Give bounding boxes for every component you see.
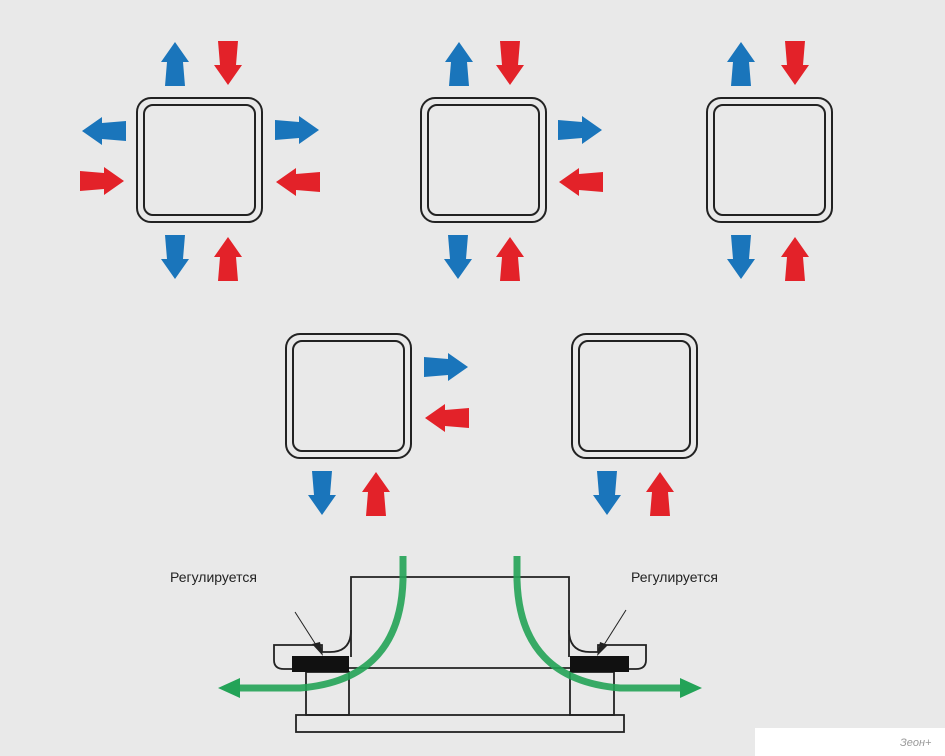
left-pointer-line (294, 611, 319, 649)
label-right-adjustable: Регулируется (631, 569, 718, 585)
red-arrow-up-icon (781, 237, 809, 281)
left-airflow-line (232, 556, 407, 692)
blue-arrow-down-icon (161, 235, 189, 279)
blue-arrow-down-icon (444, 235, 472, 279)
unit-three-way (420, 41, 603, 281)
red-arrow-up-icon (496, 237, 524, 281)
blue-arrow-right-icon (275, 116, 319, 144)
ceiling-unit (136, 97, 263, 223)
blue-arrow-right-icon (558, 116, 602, 144)
right-flange (568, 629, 647, 670)
pointers (294, 609, 627, 649)
red-arrow-left-icon (559, 168, 603, 196)
red-arrow-down-icon (496, 41, 524, 85)
base-panel (295, 714, 625, 733)
right-adjustable-seal (570, 656, 629, 672)
unit-four-way (80, 41, 320, 281)
blue-arrow-down-icon (727, 235, 755, 279)
ceiling-unit (571, 333, 698, 459)
left-flange (273, 629, 352, 670)
label-left-adjustable: Регулируется (170, 569, 257, 585)
blue-arrow-up-icon (445, 42, 473, 86)
watermark: Зеон+ (900, 737, 932, 749)
ceiling-unit (285, 333, 412, 459)
cross-section (273, 576, 647, 733)
right-pointer-line (601, 609, 627, 649)
red-arrow-up-icon (214, 237, 242, 281)
red-arrow-down-icon (214, 41, 242, 85)
unit-one-way (571, 333, 698, 516)
unit-housing (350, 576, 570, 657)
green-arrow-left-icon (218, 678, 240, 698)
left-adjustable-seal (292, 656, 349, 672)
unit-two-way-corner (285, 333, 469, 516)
red-arrow-left-icon (276, 168, 320, 196)
ceiling-unit (706, 97, 833, 223)
watermark-box (755, 728, 945, 756)
red-arrow-left-icon (425, 404, 469, 432)
unit-two-way (706, 41, 833, 281)
ceiling-unit (420, 97, 547, 223)
blue-arrow-up-icon (727, 42, 755, 86)
airflow (232, 556, 685, 692)
red-arrow-up-icon (646, 472, 674, 516)
green-arrow-right-icon (680, 678, 702, 698)
right-airflow-line (513, 556, 685, 692)
blue-arrow-right-icon (424, 353, 468, 381)
red-arrow-up-icon (362, 472, 390, 516)
blue-arrow-down-icon (593, 471, 621, 515)
right-pointer-arrowhead-icon (597, 642, 608, 656)
left-pointer-arrowhead-icon (312, 642, 323, 656)
blue-arrow-left-icon (82, 117, 126, 145)
blue-arrow-down-icon (308, 471, 336, 515)
red-arrow-down-icon (781, 41, 809, 85)
blue-arrow-up-icon (161, 42, 189, 86)
red-arrow-right-icon (80, 167, 124, 195)
